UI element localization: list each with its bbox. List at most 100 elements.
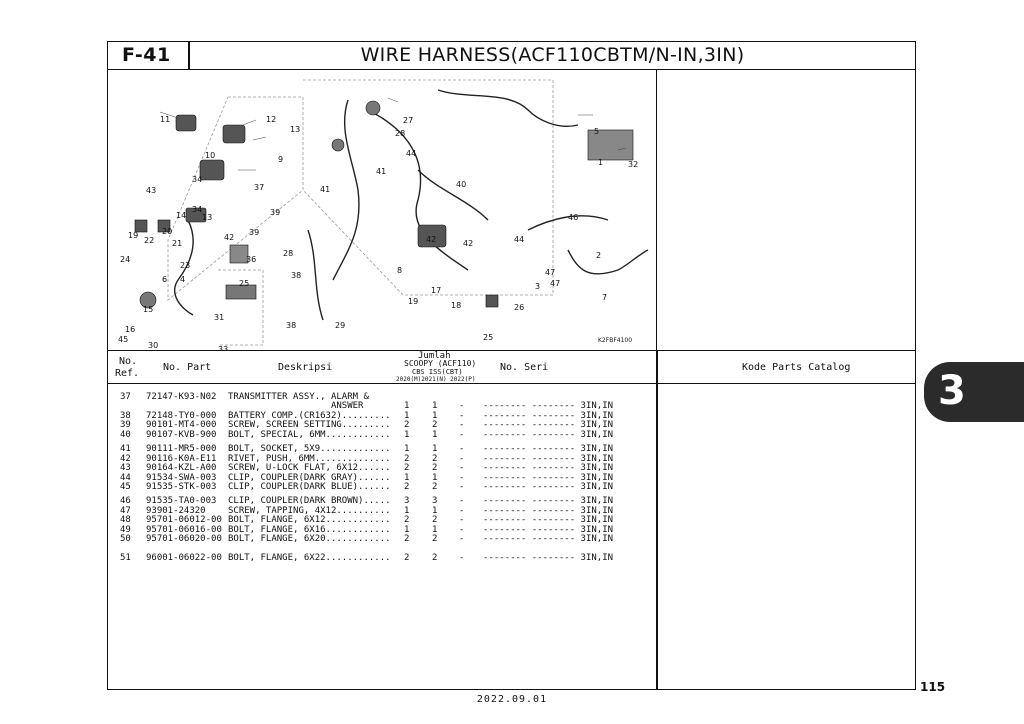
callout-4: 4 <box>180 275 185 284</box>
callout-13: 13 <box>290 125 300 134</box>
cell-part: 72148-TY0-000 <box>146 411 217 421</box>
cell-part: 95701-06020-00 <box>146 534 222 544</box>
callout-50: 46 <box>568 213 578 222</box>
cell-desc: BOLT, FLANGE, 6X12............ <box>228 515 391 525</box>
cell-q2: 2 <box>432 454 438 464</box>
cell-q1: 1 <box>404 473 410 483</box>
callout-12: 12 <box>266 115 276 124</box>
cell-q3: - <box>459 401 465 411</box>
cell-q1: 1 <box>404 444 410 454</box>
callout-22: 20 <box>162 227 172 236</box>
section-tab[interactable]: 3 <box>924 362 1024 422</box>
footer-date: 2022.09.01 <box>476 694 548 705</box>
callout-48a: 44 <box>406 149 416 158</box>
callout-42a: 38 <box>291 271 301 280</box>
callout-3: 3 <box>535 282 540 291</box>
col-no-ref-line2: Ref. <box>115 368 140 379</box>
cell-ref: 40 <box>120 430 131 440</box>
cell-seri: -------- -------- 3IN,IN <box>483 430 614 440</box>
callout-41: 37 <box>254 183 264 192</box>
cell-ref: 45 <box>120 482 131 492</box>
callout-19: 17 <box>431 286 441 295</box>
cell-desc: CLIP, COUPLER(DARK BLUE)...... <box>228 482 391 492</box>
header-divider <box>188 42 190 69</box>
cell-seri: -------- -------- 3IN,IN <box>483 496 614 506</box>
cell-desc: BOLT, SPECIAL, 6MM............ <box>228 430 391 440</box>
cell-q1: 1 <box>404 430 410 440</box>
cell-desc: CLIP, COUPLER(DARK GRAY)...... <box>228 473 391 483</box>
cell-seri: -------- -------- 3IN,IN <box>483 506 614 516</box>
cell-part: 72147-K93-N02 <box>146 392 217 402</box>
table-row: 40 90107-KVB-900 BOLT, SPECIAL, 6MM.......… <box>108 430 915 440</box>
cell-ref: 51 <box>120 553 131 563</box>
callout-2: 2 <box>596 251 601 260</box>
cell-q2: 3 <box>432 496 438 506</box>
callout-32: 28 <box>395 129 405 138</box>
cell-q1: 2 <box>404 463 410 473</box>
col-years: 2020(M)2021(N) 2022(P) <box>396 376 476 383</box>
table-row: 37 72147-K93-N02 TRANSMITTER ASSY., ALARM … <box>108 392 915 402</box>
cell-q2: 2 <box>432 553 438 563</box>
callout-1: 1 <box>598 158 603 167</box>
callout-51b: 47 <box>550 279 560 288</box>
cell-ref: 49 <box>120 525 131 535</box>
cell-ref: 50 <box>120 534 131 544</box>
cell-q1: 2 <box>404 454 410 464</box>
callout-43b: 39 <box>249 228 259 237</box>
cell-desc: BOLT, FLANGE, 6X16............ <box>228 525 391 535</box>
cell-q2: 2 <box>432 515 438 525</box>
cell-seri: -------- -------- 3IN,IN <box>483 534 614 544</box>
callout-labels: 11 12 13 10 9 34 43 37 14 34 13 39 19 20… <box>118 115 638 350</box>
cell-ref: 47 <box>120 506 131 516</box>
col-kode-parts-catalog: Kode Parts Catalog <box>742 362 851 373</box>
cell-part: 91535-STK-003 <box>146 482 217 492</box>
cell-q2: 2 <box>432 420 438 430</box>
cell-q3: - <box>459 515 465 525</box>
cell-desc: SCREW, U-LOCK FLAT, 6X12...... <box>228 463 391 473</box>
callout-30: 28 <box>283 249 293 258</box>
cell-q1: 3 <box>404 496 410 506</box>
cell-q3: - <box>459 506 465 516</box>
callout-10: 10 <box>205 151 215 160</box>
callout-45a: 41 <box>376 167 386 176</box>
cell-seri: -------- -------- 3IN,IN <box>483 420 614 430</box>
cell-q1: 2 <box>404 553 410 563</box>
cell-q2: 1 <box>432 473 438 483</box>
cell-q2: 2 <box>432 463 438 473</box>
cell-seri: -------- -------- 3IN,IN <box>483 401 614 411</box>
cell-q3: - <box>459 496 465 506</box>
cell-part: 95701-06016-00 <box>146 525 222 535</box>
diagram-image-code: K2FBF4100 <box>598 337 632 344</box>
callout-20: 19 <box>408 297 418 306</box>
cell-desc: SCREW, TAPPING, 4X12.......... <box>228 506 391 516</box>
cell-part: 96001-06022-00 <box>146 553 222 563</box>
table-column-headers: No. Ref. No. Part Deskripsi Jumlah SCOOP… <box>108 350 915 384</box>
cell-desc: CLIP, COUPLER(DARK BROWN)..... <box>228 496 391 506</box>
figure-code: F-41 <box>122 44 171 66</box>
cell-part: 93901-24320 <box>146 506 206 516</box>
section-tab-number: 3 <box>938 368 966 414</box>
callout-43a: 39 <box>270 208 280 217</box>
cell-part: 90116-K0A-E11 <box>146 454 217 464</box>
cell-desc: TRANSMITTER ASSY., ALARM & <box>228 392 369 402</box>
cell-ref: 43 <box>120 463 131 473</box>
cell-ref: 37 <box>120 392 131 402</box>
cell-part: 90111-MR5-000 <box>146 444 217 454</box>
col-deskripsi: Deskripsi <box>278 362 333 373</box>
page-title: WIRE HARNESS(ACF110CBTM/N-IN,3IN) <box>360 44 745 66</box>
cell-q2: 2 <box>432 534 438 544</box>
cell-part: 90107-KVB-900 <box>146 430 217 440</box>
callout-27: 25 <box>239 279 249 288</box>
callout-42b: 38 <box>286 321 296 330</box>
cell-part: 95701-06012-00 <box>146 515 222 525</box>
col-no-seri: No. Seri <box>500 362 549 373</box>
cell-seri: -------- -------- 3IN,IN <box>483 473 614 483</box>
table-row: 49 95701-06016-00 BOLT, FLANGE, 6X16......… <box>108 525 915 535</box>
cell-q2: 1 <box>432 506 438 516</box>
cell-desc: BOLT, SOCKET, 5X9............. <box>228 444 391 454</box>
cell-seri: -------- -------- 3IN,IN <box>483 525 614 535</box>
cell-desc: SCREW, SCREEN SETTING......... <box>228 420 391 430</box>
